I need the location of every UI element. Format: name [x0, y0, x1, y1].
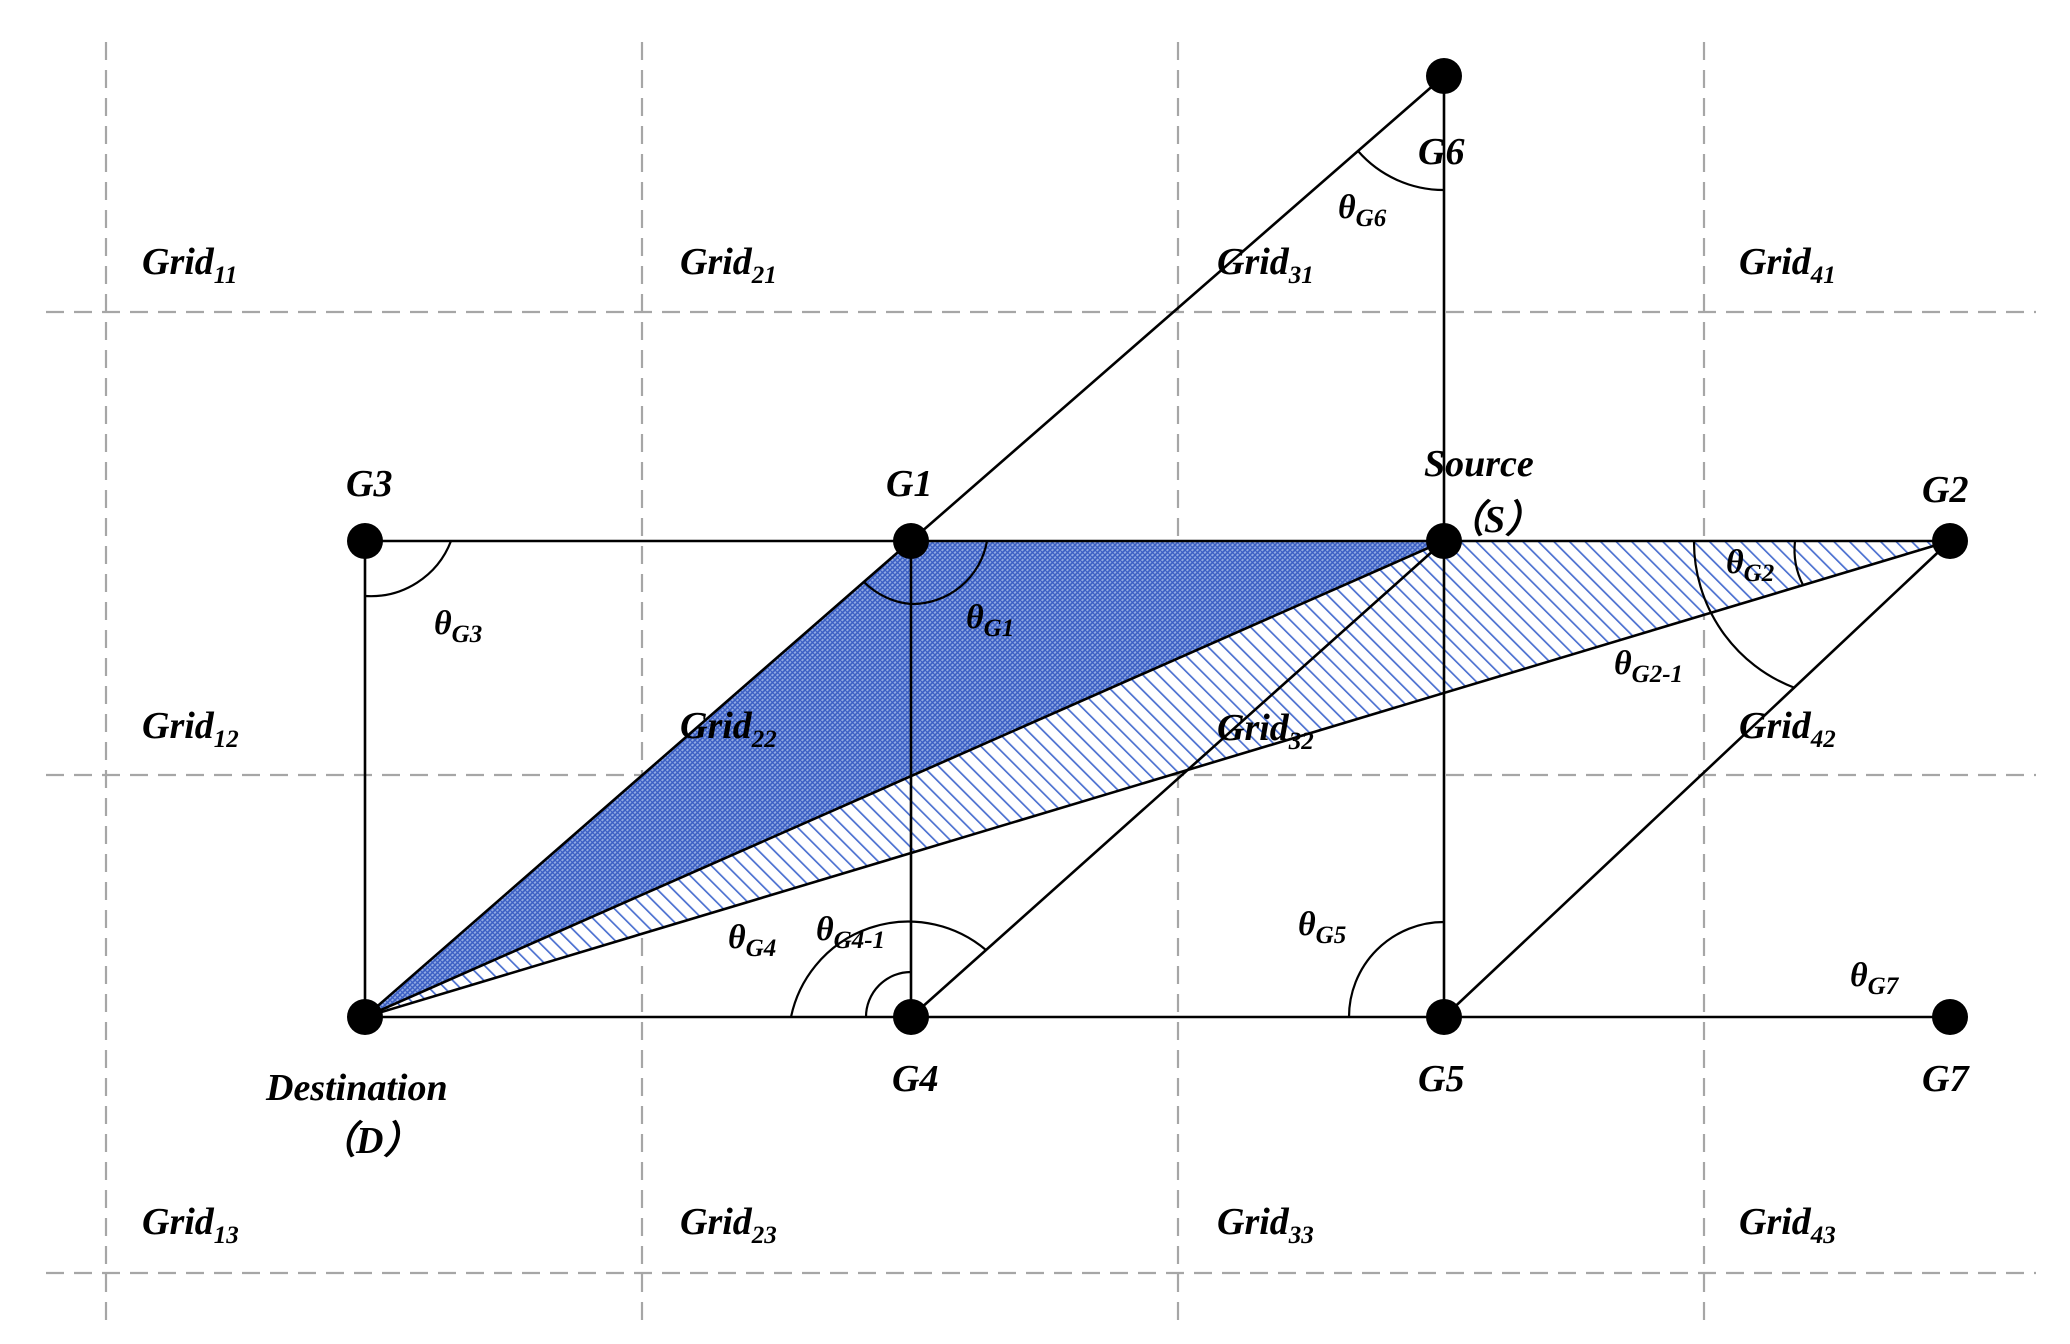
grid-label-32: Grid32: [1217, 707, 1314, 755]
grid-label-41: Grid41: [1739, 241, 1836, 289]
angle-arc-g4: [789, 920, 987, 1018]
node-label-source-abbrev: （S）: [1446, 498, 1543, 541]
node-label-g6: G6: [1418, 131, 1464, 173]
angle-arc-g3: [364, 540, 453, 598]
node-label-g3: G3: [346, 463, 392, 505]
node-destination: [347, 999, 383, 1035]
grid-label-11: Grid11: [142, 241, 237, 289]
node-label-destination-abbrev: （D）: [318, 1119, 421, 1162]
angle-label-g2-1: θG2-1: [1614, 645, 1683, 688]
angle-label-g2: θG2: [1726, 544, 1774, 587]
node-g7: [1932, 999, 1968, 1035]
angle-arcs: [364, 150, 1804, 1018]
node-label-g5: G5: [1418, 1058, 1464, 1100]
angle-label-g1: θG1: [966, 599, 1014, 642]
angle-label-g3: θG3: [434, 605, 482, 648]
angle-arc-g6: [1357, 150, 1445, 192]
node-label-source: Source: [1424, 443, 1534, 485]
angle-arc-g1: [863, 540, 989, 606]
node-label-g4: G4: [892, 1058, 938, 1100]
grid-label-22: Grid22: [680, 705, 777, 753]
node-g1: [893, 523, 929, 559]
edge-destination-g2: [364, 539, 1951, 1019]
angle-label-g6: θG6: [1338, 189, 1387, 232]
grid-label-13: Grid13: [142, 1201, 239, 1249]
node-source: [1426, 523, 1462, 559]
node-label-g1: G1: [886, 463, 932, 505]
grid-label-21: Grid21: [680, 241, 777, 289]
angle-arc-g2: [1793, 540, 1804, 586]
node-label-g7: G7: [1922, 1058, 1970, 1100]
edge-destination-source: [364, 539, 1445, 1019]
angle-arc-g4-1: [864, 970, 912, 1018]
grid-label-23: Grid23: [680, 1201, 777, 1249]
edge-g4-source: [910, 540, 1445, 1018]
angle-label-g7: θG7: [1850, 957, 1900, 1000]
node-g3: [347, 523, 383, 559]
grid-label-43: Grid43: [1739, 1201, 1836, 1249]
node-g2: [1932, 523, 1968, 559]
angle-label-g5: θG5: [1298, 906, 1346, 949]
angle-arc-g2-1: [1692, 540, 1796, 690]
grid-cell-labels: Grid11 Grid21 Grid31 Grid41 Grid12 Grid2…: [142, 241, 1836, 1249]
node-label-destination: Destination: [265, 1067, 448, 1109]
nodes: [347, 58, 1968, 1035]
grid-label-33: Grid33: [1217, 1201, 1314, 1249]
angle-label-g4-1: θG4-1: [816, 911, 885, 954]
angle-label-g4: θG4: [728, 919, 776, 962]
node-label-g2: G2: [1922, 469, 1968, 511]
grid-label-31: Grid31: [1217, 241, 1314, 289]
angle-arc-g5: [1347, 920, 1445, 1018]
edge-g5-g2: [1443, 540, 1951, 1018]
node-g5: [1426, 999, 1462, 1035]
node-g4: [893, 999, 929, 1035]
node-labels: G6 G3 G1 Source （S） G2 Destination （D） G…: [265, 131, 1970, 1162]
angle-labels: θG6 θG3 θG1 θG2 θG2-1 θG4 θG4-1 θG5 θG7: [434, 189, 1900, 1000]
node-g6: [1426, 58, 1462, 94]
grid-label-12: Grid12: [142, 705, 239, 753]
edges: [363, 75, 1951, 1019]
grid-label-42: Grid42: [1739, 705, 1836, 753]
